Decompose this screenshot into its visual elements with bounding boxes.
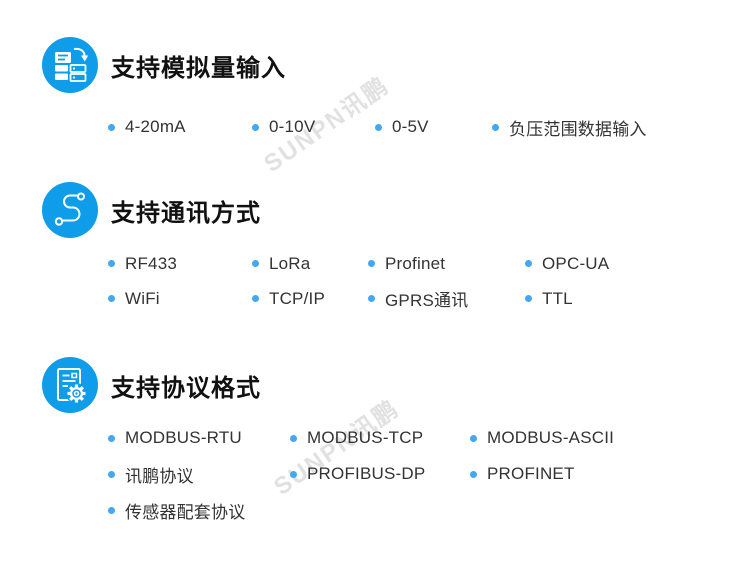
bullet-icon [108, 470, 115, 478]
feature-item-label: 4-20mA [125, 117, 186, 136]
feature-item-label: MODBUS-TCP [307, 428, 424, 447]
communication-route-icon [42, 182, 98, 238]
feature-item: TTL [525, 289, 712, 309]
feature-item: Profinet [368, 254, 525, 274]
feature-item: WiFi [108, 289, 252, 309]
feature-item: 4-20mA [108, 117, 252, 137]
feature-item: MODBUS-RTU [108, 428, 290, 448]
feature-item: PROFINET [470, 464, 712, 484]
bullet-icon [252, 260, 259, 267]
section-protocols: 支持协议格式 MODBUS-RTU MODBUS-TCP MODBUS-ASCI… [42, 357, 712, 528]
bullet-icon [368, 295, 375, 302]
section-title: 支持协议格式 [111, 374, 261, 402]
feature-item: 传感器配套协议 [108, 498, 290, 523]
bullet-icon [108, 123, 115, 131]
bullet-icon [252, 295, 259, 302]
feature-item-label: TCP/IP [269, 288, 325, 308]
feature-item-label: PROFIBUS-DP [307, 464, 426, 483]
feature-item: GPRS通讯 [368, 286, 525, 311]
feature-list: 4-20mA 0-10V 0-5V 负压范围数据输入 [108, 112, 712, 142]
bullet-icon [470, 434, 477, 442]
feature-list: MODBUS-RTU MODBUS-TCP MODBUS-ASCII 讯鹏协议 … [108, 420, 712, 528]
feature-item: LoRa [252, 254, 368, 274]
feature-item-label: MODBUS-RTU [125, 428, 242, 447]
feature-item-label: Profinet [385, 253, 446, 273]
bullet-icon [108, 295, 115, 302]
feature-item-label: WiFi [125, 288, 160, 308]
analog-input-icon [42, 37, 98, 93]
section-communication: 支持通讯方式 RF433 LoRa Profinet OPC-UA WiFi T… [42, 182, 712, 316]
feature-item-label: GPRS通讯 [385, 291, 469, 310]
feature-item: MODBUS-ASCII [470, 428, 712, 448]
feature-item-label: 负压范围数据输入 [509, 119, 647, 139]
feature-item-label: RF433 [125, 253, 178, 273]
bullet-icon [375, 123, 382, 131]
feature-item: MODBUS-TCP [290, 428, 470, 448]
bullet-icon [525, 295, 532, 302]
feature-item-label: 0-5V [392, 117, 429, 136]
section-header: 支持协议格式 [42, 357, 712, 413]
feature-item-label: MODBUS-ASCII [487, 428, 615, 447]
feature-item: 讯鹏协议 [108, 462, 290, 487]
feature-item: 0-10V [252, 117, 375, 137]
feature-item: TCP/IP [252, 289, 368, 309]
section-header: 支持通讯方式 [42, 182, 712, 238]
section-title: 支持模拟量输入 [111, 54, 286, 82]
bullet-icon [252, 123, 259, 131]
bullet-icon [290, 470, 297, 478]
feature-item: RF433 [108, 254, 252, 274]
feature-item: 负压范围数据输入 [492, 115, 712, 140]
section-title: 支持通讯方式 [111, 199, 261, 227]
bullet-icon [470, 470, 477, 478]
feature-item-label: OPC-UA [542, 253, 610, 273]
feature-item-label: 0-10V [269, 117, 316, 136]
protocol-document-gear-icon [42, 357, 98, 413]
section-analog-input: 支持模拟量输入 4-20mA 0-10V 0-5V 负压范围数据输入 [42, 37, 712, 142]
bullet-icon [290, 434, 297, 442]
bullet-icon [368, 260, 375, 267]
bullet-icon [492, 123, 499, 131]
bullet-icon [108, 260, 115, 267]
bullet-icon [525, 260, 532, 267]
feature-item: PROFIBUS-DP [290, 464, 470, 484]
feature-item-label: 讯鹏协议 [125, 466, 194, 486]
feature-list: RF433 LoRa Profinet OPC-UA WiFi TCP/IP G… [108, 246, 712, 316]
bullet-icon [108, 506, 115, 514]
section-header: 支持模拟量输入 [42, 37, 712, 93]
feature-item-label: 传感器配套协议 [125, 502, 246, 522]
feature-item-label: PROFINET [487, 464, 575, 483]
feature-item-label: TTL [542, 288, 573, 308]
feature-item: OPC-UA [525, 254, 712, 274]
bullet-icon [108, 434, 115, 442]
feature-item-label: LoRa [269, 253, 311, 273]
feature-item: 0-5V [375, 117, 492, 137]
